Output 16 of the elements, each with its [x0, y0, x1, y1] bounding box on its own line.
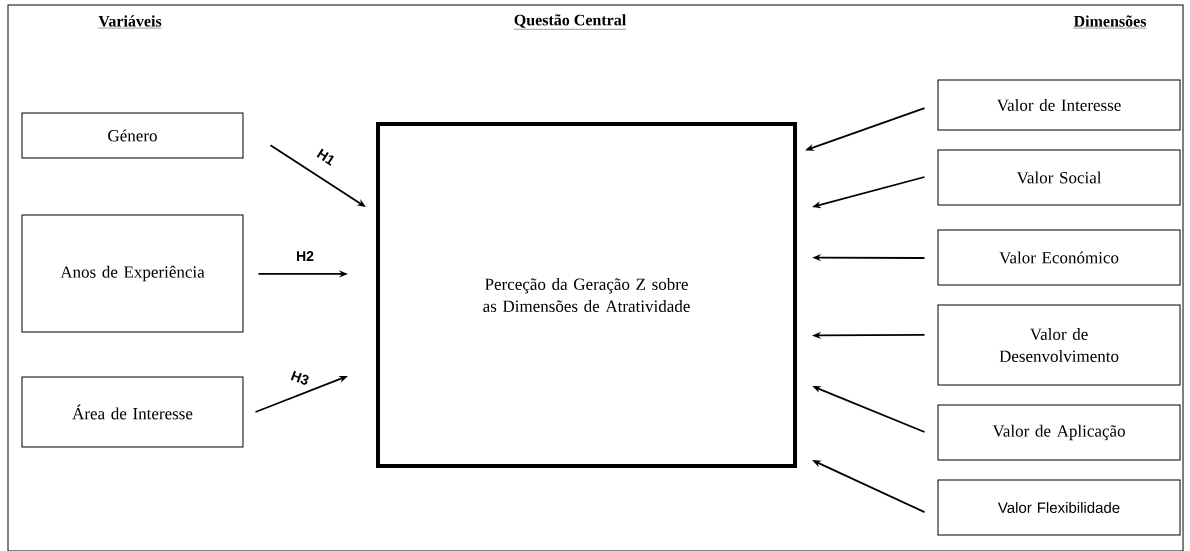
variable-box: Valor de Desenvolvimento — [937, 304, 1181, 386]
hypothesis-label: H3 — [290, 370, 309, 385]
variable-box: Género — [21, 112, 244, 159]
variable-box: Valor de Aplicação — [937, 404, 1181, 461]
variable-box: Área de Interesse — [21, 376, 244, 448]
column-heading: Questão Central — [513, 14, 627, 30]
column-heading: Variáveis — [98, 15, 162, 29]
variable-box: Anos de Experiência — [21, 214, 244, 333]
variable-box: Valor de Interesse — [937, 79, 1181, 131]
variable-box: Valor Social — [937, 149, 1181, 206]
variable-box: Valor Económico — [937, 229, 1181, 286]
hypothesis-label: H1 — [316, 148, 334, 166]
variable-box: Valor Flexibilidade — [937, 479, 1181, 536]
central-box: Perceção da Geração Z sobre as Dimensões de Atratividade — [376, 122, 797, 468]
column-heading: Dimensões — [1073, 15, 1147, 29]
hypothesis-label: H2 — [297, 251, 314, 261]
